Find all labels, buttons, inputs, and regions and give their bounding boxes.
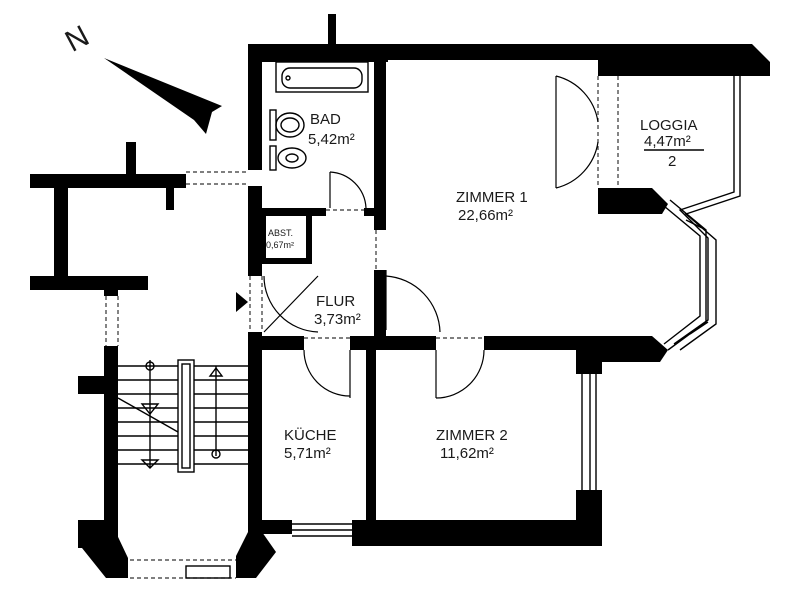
- room-name-loggia: LOGGIA: [640, 117, 698, 134]
- room-area-zimmer2: 11,62m²: [440, 445, 494, 462]
- room-name-zimmer2: ZIMMER 2: [436, 427, 508, 444]
- room-name-abst: ABST.: [268, 228, 293, 238]
- bathtub: [275, 61, 369, 93]
- room-name-flur: FLUR: [316, 293, 355, 310]
- room-area-loggia: 4,47m²: [644, 133, 691, 150]
- fixtures: [269, 60, 741, 537]
- room-area-flur: 3,73m²: [314, 311, 361, 328]
- room-area-abst: 0,67m²: [266, 240, 294, 250]
- staircase: [117, 359, 248, 473]
- room-name-zimmer1: ZIMMER 1: [456, 189, 528, 206]
- room-area-bad: 5,42m²: [308, 131, 355, 148]
- sink: [269, 145, 307, 171]
- room-labels: BAD 5,42m² ZIMMER 1 22,66m² LOGGIA 4,47m…: [266, 111, 704, 462]
- north-letter: N: [60, 19, 95, 58]
- walls: [30, 14, 770, 578]
- room-area-zimmer1: 22,66m²: [458, 207, 513, 224]
- north-arrow: N: [60, 19, 222, 134]
- room-name-bad: BAD: [310, 111, 341, 128]
- toilet: [269, 109, 305, 141]
- room-fraction-loggia: 2: [668, 153, 676, 170]
- north-arrow-shape: [104, 58, 222, 134]
- doors: [105, 75, 619, 579]
- room-area-kueche: 5,71m²: [284, 445, 331, 462]
- room-name-kueche: KÜCHE: [284, 426, 337, 444]
